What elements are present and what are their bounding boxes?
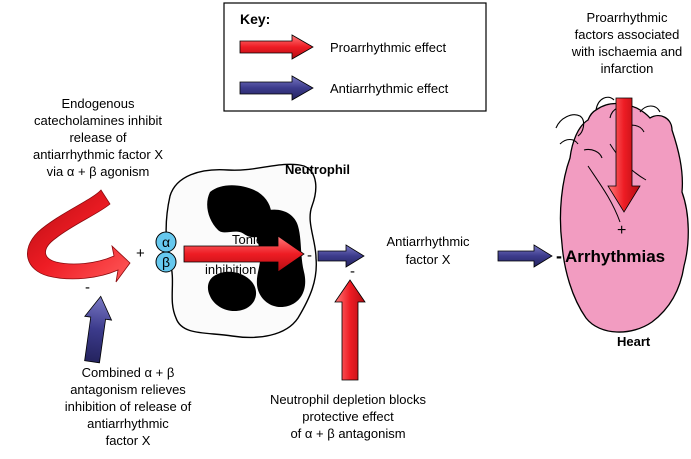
- ischaemia-line-3: with ischaemia and: [571, 44, 683, 59]
- antagonism-line-3: inhibition of release of: [65, 399, 192, 414]
- antagonism-arrow: [84, 295, 113, 364]
- depletion-line-3: of α + β antagonism: [290, 426, 405, 441]
- depletion-line-1: Neutrophil depletion blocks: [270, 392, 427, 407]
- ischaemia-line-2: factors associated: [575, 27, 680, 42]
- heart-label: Heart: [617, 334, 651, 349]
- antagonism-line-2: antagonism relieves: [70, 382, 186, 397]
- key-proarrhythmic-label: Proarrhythmic effect: [330, 40, 446, 55]
- neutrophil-to-factor-arrow: [317, 244, 365, 268]
- key-antiarrhythmic-arrow: [239, 75, 314, 101]
- depletion-arrow: [334, 279, 366, 381]
- factor-x-line-2: factor X: [406, 252, 451, 267]
- catecholamines-text: Endogenous catecholamines inhibit releas…: [33, 96, 163, 179]
- factor-x-text: Antiarrhythmic factor X: [386, 234, 470, 267]
- tonic-label: Tonic: [232, 232, 263, 247]
- catecholamines-line-4: antiarrhythmic factor X: [33, 147, 163, 162]
- key-proarrhythmic-arrow: [239, 34, 314, 60]
- beta-receptor: β: [155, 251, 177, 273]
- heart-minus-sign: -: [556, 246, 562, 266]
- tonic-inhibition-arrow: [183, 235, 305, 273]
- key-antiarrhythmic-label: Antiarrhythmic effect: [330, 81, 449, 96]
- neutrophil-title: Neutrophil: [285, 162, 350, 177]
- inhibition-label: inhibition: [205, 262, 256, 277]
- catecholamines-line-2: catecholamines inhibit: [34, 113, 162, 128]
- arrhythmias-label: Arrhythmias: [565, 247, 665, 266]
- ischaemia-line-1: Proarrhythmic: [587, 10, 668, 25]
- heart-body: [559, 102, 689, 333]
- ischaemia-arrow: [607, 97, 641, 213]
- catecholamines-line-5: via α + β agonism: [47, 164, 150, 179]
- antagonism-text: Combined α + β antagonism relieves inhib…: [65, 365, 192, 448]
- factor-to-heart-arrow: [497, 244, 553, 268]
- factor-x-minus-sign: -: [350, 263, 355, 280]
- factor-x-line-1: Antiarrhythmic: [386, 234, 470, 249]
- catecholamines-line-1: Endogenous: [61, 96, 135, 111]
- heart-plus-sign: +: [617, 222, 626, 239]
- tonic-minus-sign: -: [307, 247, 312, 264]
- agonism-curved-arrow: [27, 189, 131, 283]
- key-title: Key:: [240, 11, 270, 27]
- ischaemia-line-4: infarction: [601, 61, 654, 76]
- neutrophil-nucleus-lobe-1: [207, 185, 272, 238]
- ischaemia-text: Proarrhythmic factors associated with is…: [571, 10, 683, 76]
- antagonism-line-5: factor X: [106, 433, 151, 448]
- depletion-line-2: protective effect: [302, 409, 394, 424]
- catecholamines-line-3: release of: [69, 130, 126, 145]
- key-box: Key: Proarrhythmic effect Antiarrhythmic…: [223, 2, 487, 112]
- neutrophil-nucleus-lobe-3: [207, 271, 257, 312]
- agonism-plus-sign: +: [136, 245, 145, 262]
- alpha-receptor: α: [155, 231, 177, 253]
- beta-receptor-symbol: β: [162, 254, 170, 270]
- depletion-text: Neutrophil depletion blocks protective e…: [270, 392, 427, 441]
- antagonism-line-4: antiarrhythmic: [87, 416, 169, 431]
- agonism-minus-sign: -: [85, 279, 90, 296]
- antagonism-line-1: Combined α + β: [82, 365, 175, 380]
- alpha-receptor-symbol: α: [162, 234, 170, 250]
